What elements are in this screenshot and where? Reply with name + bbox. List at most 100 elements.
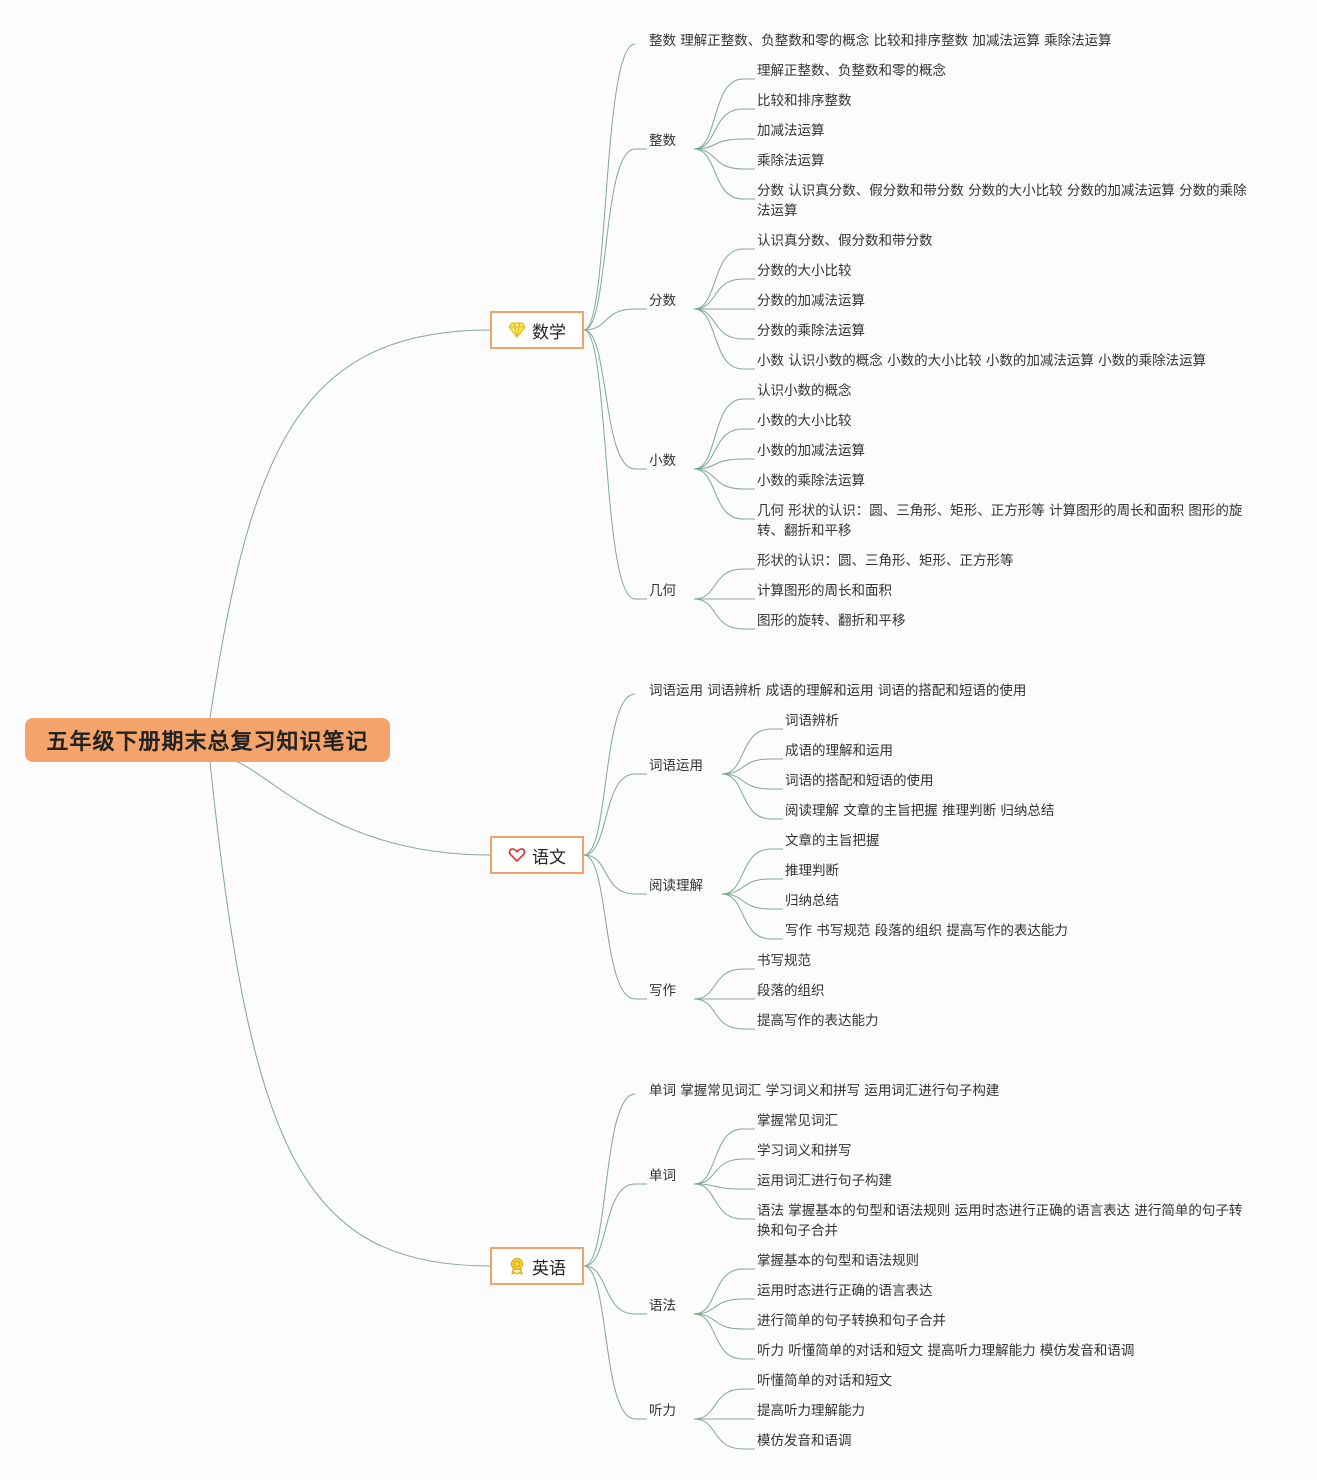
leaf-node[interactable]: 小数的乘除法运算 — [757, 473, 865, 489]
root-topic[interactable]: 五年级下册期末总复习知识笔记 — [25, 718, 390, 762]
group-node[interactable]: 整数 — [649, 133, 676, 149]
connector-line — [693, 1183, 744, 1190]
leaf-node[interactable]: 写作 书写规范 段落的组织 提高写作的表达能力 — [785, 923, 1068, 939]
leaf-node[interactable]: 归纳总结 — [785, 893, 839, 909]
connector-line — [693, 1128, 744, 1185]
branch-label: 英语 — [532, 1258, 566, 1279]
connector-line — [693, 148, 744, 170]
leaf-node[interactable]: 推理判断 — [785, 863, 839, 879]
leaf-node[interactable]: 学习词义和拼写 — [757, 1143, 852, 1159]
connector-line — [693, 1388, 744, 1420]
connector-line — [693, 308, 744, 370]
connector-line — [693, 468, 744, 490]
group-node[interactable]: 分数 — [649, 293, 676, 309]
branch-2[interactable]: 英语 — [490, 1247, 584, 1285]
summary-node[interactable]: 整数 理解正整数、负整数和零的概念 比较和排序整数 加减法运算 乘除法运算 — [649, 33, 1112, 49]
leaf-node[interactable]: 比较和排序整数 — [757, 93, 852, 109]
connector-line — [209, 761, 491, 1267]
connector-line — [693, 248, 744, 310]
group-node[interactable]: 语法 — [649, 1298, 676, 1314]
connector-line — [693, 1268, 744, 1315]
connector-line — [693, 398, 744, 470]
connector-line — [583, 854, 636, 1000]
group-node[interactable]: 阅读理解 — [649, 878, 703, 894]
leaf-node[interactable]: 计算图形的周长和面积 — [757, 583, 892, 599]
leaf-node[interactable]: 进行简单的句子转换和句子合并 — [757, 1313, 946, 1329]
leaf-node[interactable]: 词语的搭配和短语的使用 — [785, 773, 934, 789]
connector-line — [209, 757, 491, 856]
leaf-node[interactable]: 小数 认识小数的概念 小数的大小比较 小数的加减法运算 小数的乘除法运算 — [757, 353, 1207, 369]
leaf-node[interactable]: 模仿发音和语调 — [757, 1433, 852, 1449]
leaf-node[interactable]: 形状的认识：圆、三角形、矩形、正方形等 — [757, 553, 1014, 569]
leaf-node[interactable]: 运用词汇进行句子构建 — [757, 1173, 892, 1189]
connector-line — [583, 329, 636, 600]
diamond-icon — [508, 322, 526, 338]
connector-line — [693, 1313, 744, 1330]
group-node[interactable]: 小数 — [649, 453, 676, 469]
leaf-node[interactable]: 听力 听懂简单的对话和短文 提高听力理解能力 模仿发音和语调 — [757, 1343, 1135, 1359]
connector-line — [693, 1158, 744, 1185]
connector-line — [693, 598, 744, 630]
connector-line — [693, 78, 744, 150]
connector-line — [721, 878, 772, 895]
connector-line — [693, 1183, 744, 1220]
group-node[interactable]: 几何 — [649, 583, 676, 599]
leaf-node[interactable]: 词语辨析 — [785, 713, 839, 729]
leaf-node[interactable]: 小数的大小比较 — [757, 413, 852, 429]
connector-line — [721, 893, 772, 910]
leaf-node[interactable]: 听懂简单的对话和短文 — [757, 1373, 892, 1389]
branch-label: 语文 — [532, 847, 566, 868]
leaf-node[interactable]: 语法 掌握基本的句型和语法规则 运用时态进行正确的语言表达 进行简单的句子转换和… — [757, 1203, 1243, 1239]
leaf-node[interactable]: 乘除法运算 — [757, 153, 825, 169]
branch-1[interactable]: 语文 — [490, 836, 584, 874]
group-node[interactable]: 听力 — [649, 1403, 676, 1419]
leaf-node[interactable]: 提高写作的表达能力 — [757, 1013, 879, 1029]
connector-line — [693, 458, 744, 470]
connector-line — [693, 138, 744, 150]
leaf-node[interactable]: 分数 认识真分数、假分数和带分数 分数的大小比较 分数的加减法运算 分数的乘除法… — [757, 183, 1247, 219]
connector-line — [693, 468, 744, 520]
connector-line — [721, 848, 772, 895]
leaf-node[interactable]: 成语的理解和运用 — [785, 743, 893, 759]
connector-line — [693, 1418, 744, 1450]
connector-line — [721, 773, 772, 790]
branch-label: 数学 — [532, 322, 566, 343]
leaf-node[interactable]: 段落的组织 — [757, 983, 825, 999]
leaf-node[interactable]: 阅读理解 文章的主旨把握 推理判断 归纳总结 — [785, 803, 1055, 819]
summary-node[interactable]: 词语运用 词语辨析 成语的理解和运用 词语的搭配和短语的使用 — [649, 683, 1027, 699]
leaf-node[interactable]: 掌握常见词汇 — [757, 1113, 838, 1129]
connector-line — [583, 329, 636, 470]
connector-line — [693, 148, 744, 200]
connector-line — [583, 773, 636, 856]
connector-line — [583, 148, 636, 331]
leaf-node[interactable]: 认识小数的概念 — [757, 383, 852, 399]
group-node[interactable]: 词语运用 — [649, 758, 703, 774]
branch-0[interactable]: 数学 — [490, 311, 584, 349]
connector-line — [721, 893, 772, 940]
summary-node[interactable]: 单词 掌握常见词汇 学习词义和拼写 运用词汇进行句子构建 — [649, 1083, 1000, 1099]
leaf-node[interactable]: 图形的旋转、翻折和平移 — [757, 613, 906, 629]
group-node[interactable]: 写作 — [649, 983, 676, 999]
leaf-node[interactable]: 认识真分数、假分数和带分数 — [757, 233, 933, 249]
leaf-node[interactable]: 分数的乘除法运算 — [757, 323, 865, 339]
leaf-node[interactable]: 加减法运算 — [757, 123, 825, 139]
leaf-node[interactable]: 分数的加减法运算 — [757, 293, 865, 309]
leaf-node[interactable]: 提高听力理解能力 — [757, 1403, 865, 1419]
connector-line — [693, 568, 744, 600]
connector-line — [721, 728, 772, 775]
connector-line — [693, 428, 744, 470]
leaf-node[interactable]: 理解正整数、负整数和零的概念 — [757, 63, 946, 79]
leaf-node[interactable]: 掌握基本的句型和语法规则 — [757, 1253, 919, 1269]
group-node[interactable]: 单词 — [649, 1168, 676, 1184]
leaf-node[interactable]: 小数的加减法运算 — [757, 443, 865, 459]
connector-line — [693, 1298, 744, 1315]
leaf-node[interactable]: 几何 形状的认识：圆、三角形、矩形、正方形等 计算图形的周长和面积 图形的旋转、… — [757, 503, 1243, 539]
connector-line — [583, 1093, 636, 1267]
leaf-node[interactable]: 文章的主旨把握 — [785, 833, 880, 849]
connector-line — [583, 308, 636, 331]
leaf-node[interactable]: 运用时态进行正确的语言表达 — [757, 1283, 933, 1299]
leaf-node[interactable]: 书写规范 — [757, 953, 811, 969]
leaf-node[interactable]: 分数的大小比较 — [757, 263, 852, 279]
connector-line — [583, 1265, 636, 1315]
